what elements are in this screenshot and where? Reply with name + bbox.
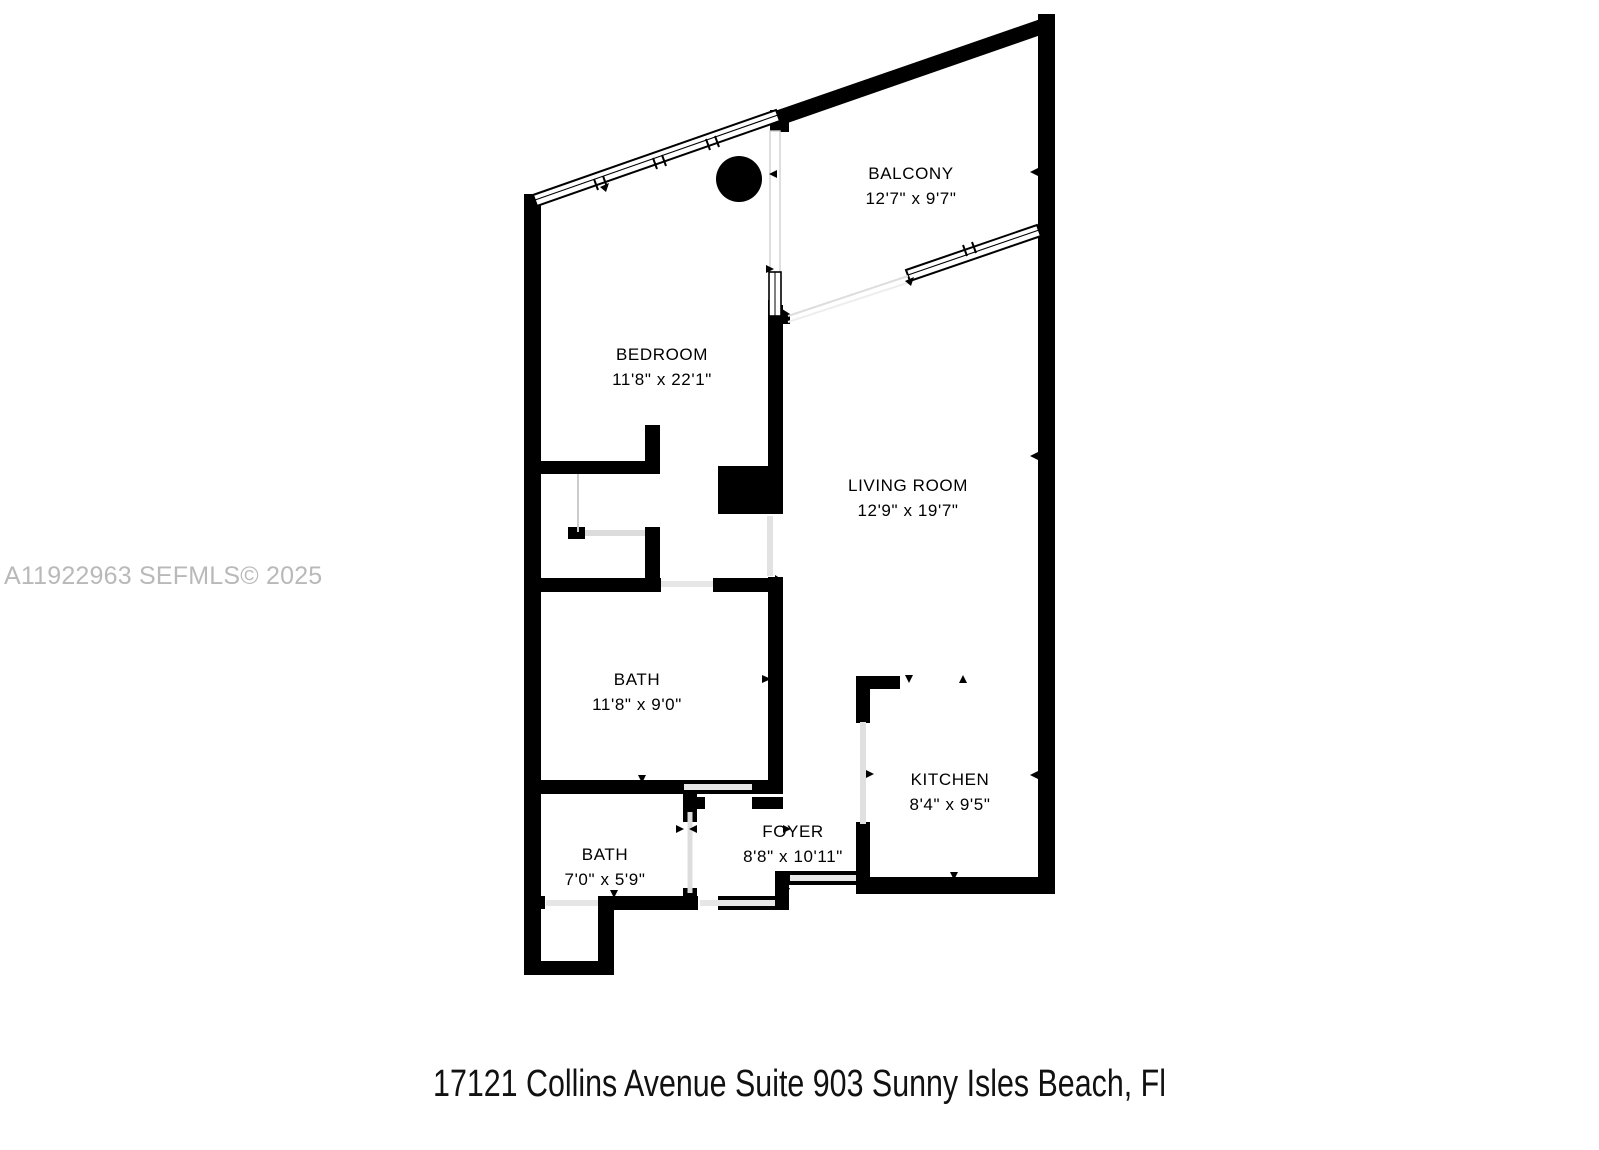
dim-tick-kitchen-left [866,770,874,778]
dim-tick-slider-top [769,170,777,178]
room-name-bedroom: BEDROOM [615,345,709,364]
bedroom-exterior-window-wall [531,108,782,208]
dim-tick-foyer-bottom [782,888,790,896]
window-wall-group [531,108,1043,283]
dim-tick-divider-low [775,575,783,584]
room-label-kitchen: KITCHEN 8'4" x 9'5" [910,769,991,816]
dim-tick-right-living [1030,452,1038,460]
mls-watermark: A11922963 SEFMLS© 2025 [4,562,323,590]
room-dims-bath-guest: 7'0" x 5'9" [564,870,646,890]
room-name-balcony: BALCONY [868,164,954,183]
dim-tick-angle-balcony-lower [905,277,914,286]
wall-nib-bath-guest-bottom-left [524,896,545,909]
room-label-bath-guest: BATH 7'0" x 5'9" [565,844,646,891]
dim-tick-top-balcony [905,66,913,75]
dim-tick-right-balcony [1030,168,1038,176]
room-name-living-room: LIVING ROOM [848,476,968,495]
dim-tick-foyer-left [689,825,697,833]
wall-exterior-top-angled [772,14,1055,126]
wall-nib-foyer-door-right [752,797,783,809]
dim-tick-slider-bottom [766,265,774,273]
living-room-column-block [718,466,783,514]
wall-alcove-right-vertical [598,896,614,975]
property-address-title: 17121 Collins Avenue Suite 903 Sunny Isl… [433,1063,1166,1105]
wall-bath-master-top-left [524,578,661,592]
wall-kitchen-bottom [856,877,1055,894]
wall-kitchen-left-lower [856,822,870,882]
room-dims-balcony: 12'7" x 9'7" [865,189,957,209]
wall-alcove-bottom [524,961,614,975]
wall-nib-foyer-door-left [683,797,705,809]
room-dims-foyer: 8'8" x 10'11" [743,847,843,867]
dim-tick-left-bath [532,675,541,683]
balcony-lower-window-wall [904,223,1043,283]
room-name-foyer: FOYER [762,822,824,841]
dim-tick-left-bathguest [532,845,541,853]
room-label-bedroom: BEDROOM 11'8" x 22'1" [612,344,712,391]
wall-bath-guest-bottom [598,896,698,910]
room-dims-living-room: 12'9" x 19'7" [857,501,959,521]
door-group [546,130,911,906]
dim-tick-angle-bedroom [600,183,609,192]
wall-kitchen-top-stub [856,676,900,689]
dim-tick-kitchen-top-right [959,675,967,683]
dim-tick-divider-bath [762,675,771,683]
dim-tick-bathguest-bottom [610,890,618,898]
dim-tick-kitchen-top-left [905,675,913,683]
dim-tick-left-bedroom [532,226,541,234]
room-name-bath-guest: BATH [581,845,629,864]
dim-tick-divider-mid [768,452,777,460]
room-name-kitchen: KITCHEN [910,770,990,789]
dim-tick-bathguest-right [676,825,684,833]
wall-exterior-right [1038,14,1055,894]
dim-tick-right-kitchen [1030,771,1038,779]
balcony-slider-upper [769,130,781,282]
round-column-icon [716,156,762,202]
room-dims-bedroom: 11'8" x 22'1" [612,370,712,390]
wall-bath-master-bottom [524,780,683,794]
room-label-bath-master: BATH 11'8" x 9'0" [592,669,682,716]
balcony-slider-lower [787,275,909,317]
room-label-balcony: BALCONY 12'7" x 9'7" [866,163,957,210]
dim-tick-bath-bottom [638,775,646,783]
room-label-foyer: FOYER 8'8" x 10'11" [743,821,843,868]
wall-bath-master-top-right [713,578,783,592]
dim-tick-foyer-right [783,825,791,833]
room-label-living-room: LIVING ROOM 12'9" x 19'7" [848,475,968,522]
wall-divider-lower [768,577,783,783]
balcony-slider-leaf [768,271,782,317]
room-dims-bath-master: 11'8" x 9'0" [592,695,682,715]
wall-bedroom-living-divider [768,305,783,473]
wall-closet-horizontal-upper [541,461,660,474]
dimension-tick-group [532,66,1038,898]
wall-closet-vertical-lower [645,527,660,590]
dim-tick-bathguest-top [612,782,620,790]
room-dims-kitchen: 8'4" x 9'5" [909,795,991,815]
room-name-bath-master: BATH [613,670,661,689]
dim-tick-kitchen-bottom [950,872,958,880]
wall-closet-stub [568,527,585,539]
